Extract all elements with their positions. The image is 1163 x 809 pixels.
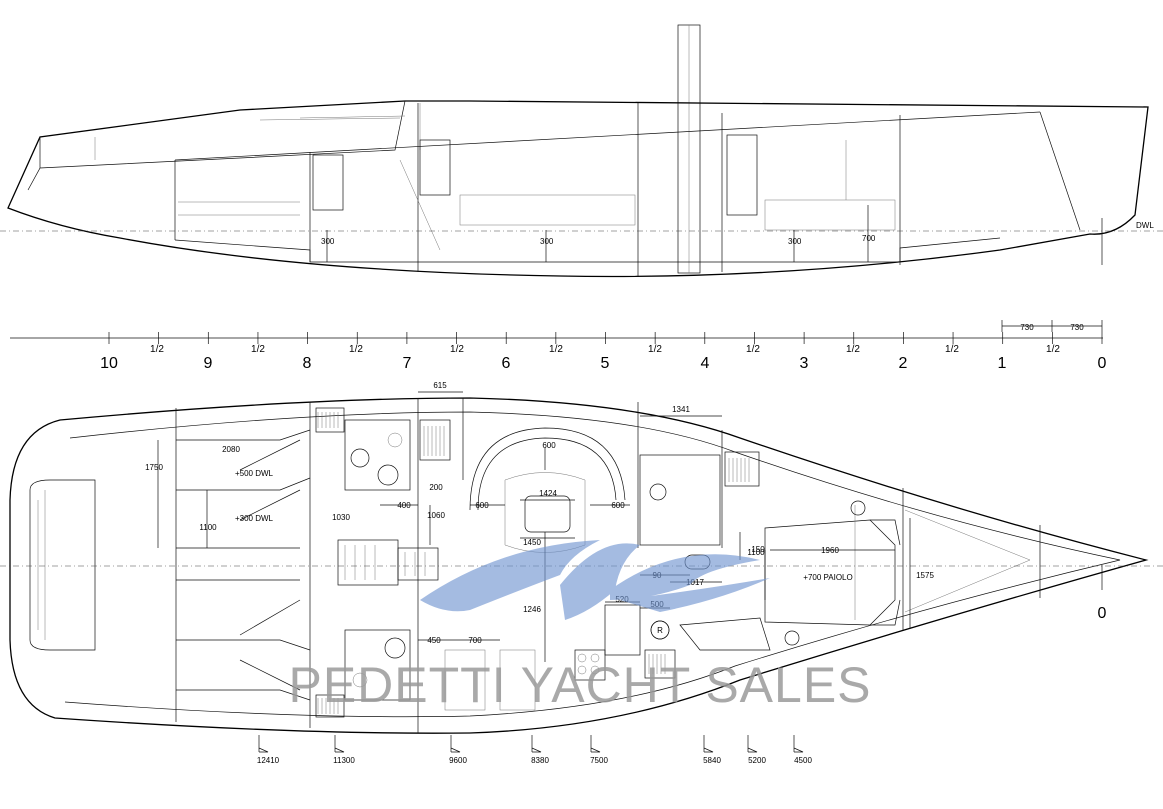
plan-dim-1060: 1060 [427, 511, 445, 520]
station-0: 0 [1098, 355, 1107, 372]
plan-dim-1424: 1424 [539, 489, 557, 498]
plan-dim-400: 400 [397, 501, 411, 510]
bottom-dim-5200: 5200 [748, 756, 766, 765]
dwl-label: DWL [1136, 221, 1154, 230]
bottom-dimension-markers: 12410 11300 9600 8380 7500 5840 5200 450… [257, 735, 812, 765]
station-half-10: 1/2 [1046, 344, 1060, 355]
plan-view: 0 615 1341 2080 1750 [0, 381, 1163, 734]
plan-dim-200: 200 [429, 483, 443, 492]
bottom-dim-8380: 8380 [531, 756, 549, 765]
station-1: 1 [998, 355, 1007, 372]
label-dwl-upper: +500 DWL [235, 469, 274, 478]
profile-view: DWL 300 300 300 700 [0, 24, 1163, 278]
plan-dim-600-right: 600 [611, 501, 625, 510]
label-dwl-lower: +300 DWL [235, 514, 274, 523]
plan-dim-1575: 1575 [916, 571, 934, 580]
station-half-2: 1/2 [251, 344, 265, 355]
station-half-5: 1/2 [549, 344, 563, 355]
plan-dim-1017: 1017 [686, 578, 704, 587]
station-2: 2 [899, 355, 908, 372]
plan-hull [9, 397, 1149, 734]
station-7: 7 [403, 355, 412, 372]
plan-dim-700: 700 [468, 636, 482, 645]
plan-dim-600-left: 600 [475, 501, 489, 510]
station-9: 9 [204, 355, 213, 372]
station-half-8: 1/2 [846, 344, 860, 355]
watermark: PEDETTI YACHT SALES [288, 540, 871, 713]
station-8: 8 [303, 355, 312, 372]
station-half-3: 1/2 [349, 344, 363, 355]
label-paiolo: +700 PAIOLO [803, 573, 852, 582]
plan-dim-1960: 1960 [821, 546, 839, 555]
station-half-9: 1/2 [945, 344, 959, 355]
profile-dim-2: 300 [540, 237, 554, 246]
station-3: 3 [800, 355, 809, 372]
plan-dim-2080: 2080 [222, 445, 240, 454]
station-10: 10 [100, 355, 118, 372]
plan-dim-1030: 1030 [332, 513, 350, 522]
plan-dim-450: 450 [427, 636, 441, 645]
plan-dim-1450: 1450 [523, 538, 541, 547]
plan-dim-600-top: 600 [542, 441, 556, 450]
profile-hull [7, 100, 1149, 278]
station-half-6: 1/2 [648, 344, 662, 355]
bottom-dim-11300: 11300 [333, 756, 355, 765]
bottom-dim-9600: 9600 [449, 756, 467, 765]
registered-mark-ring [650, 620, 670, 640]
bottom-dim-12410: 12410 [257, 756, 280, 765]
station-spacing-dim-1: 730 [1020, 323, 1034, 332]
plan-bow-mark: 0 [1098, 605, 1107, 622]
station-half-1: 1/2 [150, 344, 164, 355]
station-half-4: 1/2 [450, 344, 464, 355]
plan-dim-615: 615 [433, 381, 447, 390]
station-half-7: 1/2 [746, 344, 760, 355]
profile-dim-1: 300 [321, 237, 335, 246]
plan-dim-150: 150 [751, 545, 765, 554]
station-5: 5 [601, 355, 610, 372]
bottom-dim-7500: 7500 [590, 756, 608, 765]
profile-dim-3: 300 [788, 237, 802, 246]
bottom-dim-5840: 5840 [703, 756, 721, 765]
watermark-text: PEDETTI YACHT SALES [288, 657, 871, 713]
station-6: 6 [502, 355, 511, 372]
plan-dim-1100-fwd: 1100 [747, 548, 765, 557]
registered-mark: R [657, 626, 663, 635]
plan-dim-1100-aft: 1100 [199, 523, 217, 532]
watermark-wave-logo [420, 540, 770, 620]
station-spacing-dim-2: 730 [1070, 323, 1084, 332]
plan-dim-1750: 1750 [145, 463, 163, 472]
station-4: 4 [701, 355, 710, 372]
plan-dim-1341: 1341 [672, 405, 690, 414]
plan-dim-1246: 1246 [523, 605, 541, 614]
bottom-dim-4500: 4500 [794, 756, 812, 765]
profile-dim-4: 700 [862, 234, 876, 243]
station-scale: 10 9 8 7 6 5 4 3 2 1 0 1/2 1/2 1/2 1/2 1… [10, 320, 1107, 372]
